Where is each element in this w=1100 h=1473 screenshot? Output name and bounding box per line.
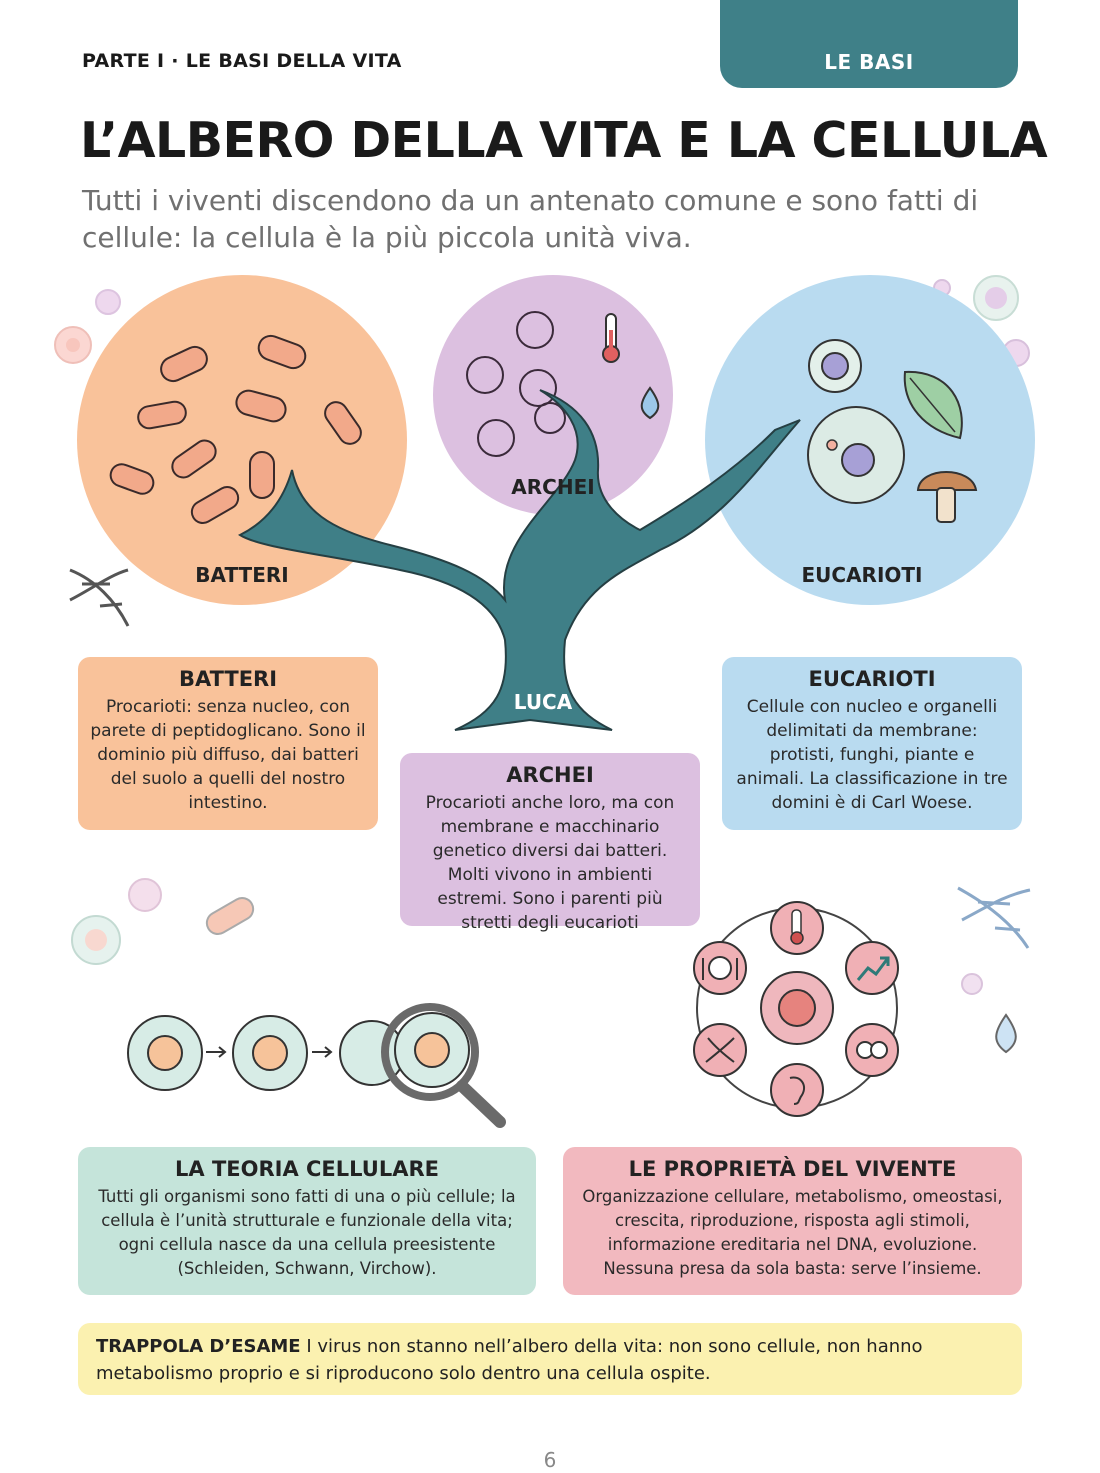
water-drop-icon: [640, 386, 660, 420]
page-title: L’ALBERO DELLA VITA E LA CELLULA: [80, 112, 1048, 169]
exam-trap-text: I virus non stanno nell’albero della vit…: [96, 1336, 923, 1384]
dividing-cell-icon: [856, 1041, 888, 1059]
luca-label: LUCA: [514, 690, 573, 714]
batteri-circle-label: BATTERI: [195, 563, 288, 587]
eucarioti-circle-label: EUCARIOTI: [802, 563, 923, 587]
page-subtitle: Tutti i viventi discendono da un antenat…: [82, 184, 979, 254]
archei-circle-label: ARCHEI: [511, 475, 594, 499]
dna-icon: [69, 568, 130, 627]
cell-theory-card: LA TEORIA CELLULARE Tutti gli organismi …: [78, 1147, 536, 1295]
magnifier-icon: [381, 1003, 506, 1128]
plate-fork-knife-icon: [702, 956, 738, 980]
bacterium-icon: [109, 334, 362, 524]
eucarioti-card: EUCARIOTI Cellule con nucleo e organelli…: [722, 657, 1022, 830]
cell-theory-text: Tutti gli organismi sono fatti di una o …: [98, 1187, 516, 1278]
archea-cells: [466, 311, 566, 457]
batteri-card: BATTERI Procarioti: senza nucleo, con pa…: [78, 657, 378, 830]
animal-cell-icon: [807, 339, 905, 504]
tree-of-life: [237, 389, 801, 731]
dna-icon: [957, 886, 1031, 949]
bacterium-icon: [205, 897, 255, 935]
leaf-icon: [903, 370, 963, 440]
eucarioti-card-title: EUCARIOTI: [808, 667, 936, 691]
batteri-card-title: BATTERI: [178, 667, 278, 691]
exam-trap-callout: TRAPPOLA D’ESAME I virus non stanno nell…: [78, 1323, 1022, 1395]
ear-icon: [789, 1076, 806, 1105]
eucarioti-card-text: Cellule con nucleo e organelli delimitat…: [736, 697, 1008, 813]
dna-icon: [705, 1037, 735, 1063]
section-tab[interactable]: LE BASI: [720, 0, 1018, 88]
batteri-card-text: Procarioti: senza nucleo, con parete di …: [90, 697, 366, 813]
life-properties-title: LE PROPRIETÀ DEL VIVENTE: [628, 1157, 957, 1181]
archei-card: ARCHEI Procarioti anche loro, ma con mem…: [400, 753, 700, 933]
thermometer-icon: [602, 313, 620, 363]
water-drop-icon: [995, 1013, 1017, 1054]
decorative-bubbles: [54, 275, 1030, 995]
section-kicker: PARTE I · LE BASI DELLA VITA: [82, 50, 402, 72]
exam-trap-label: TRAPPOLA D’ESAME: [96, 1336, 301, 1357]
archei-card-text: Procarioti anche loro, ma con membrane e…: [425, 793, 675, 933]
page-number: 6: [543, 1448, 557, 1472]
thermometer-icon: [790, 909, 804, 945]
archei-card-title: ARCHEI: [506, 763, 594, 787]
growth-arrow-icon: [856, 956, 890, 981]
cell-theory-title: LA TEORIA CELLULARE: [175, 1157, 439, 1181]
dividing-cell-icon: [127, 1012, 470, 1091]
mushroom-icon: [916, 471, 978, 523]
life-properties-card: LE PROPRIETÀ DEL VIVENTE Organizzazione …: [563, 1147, 1022, 1295]
life-properties-text: Organizzazione cellulare, metabolismo, o…: [582, 1187, 1003, 1278]
